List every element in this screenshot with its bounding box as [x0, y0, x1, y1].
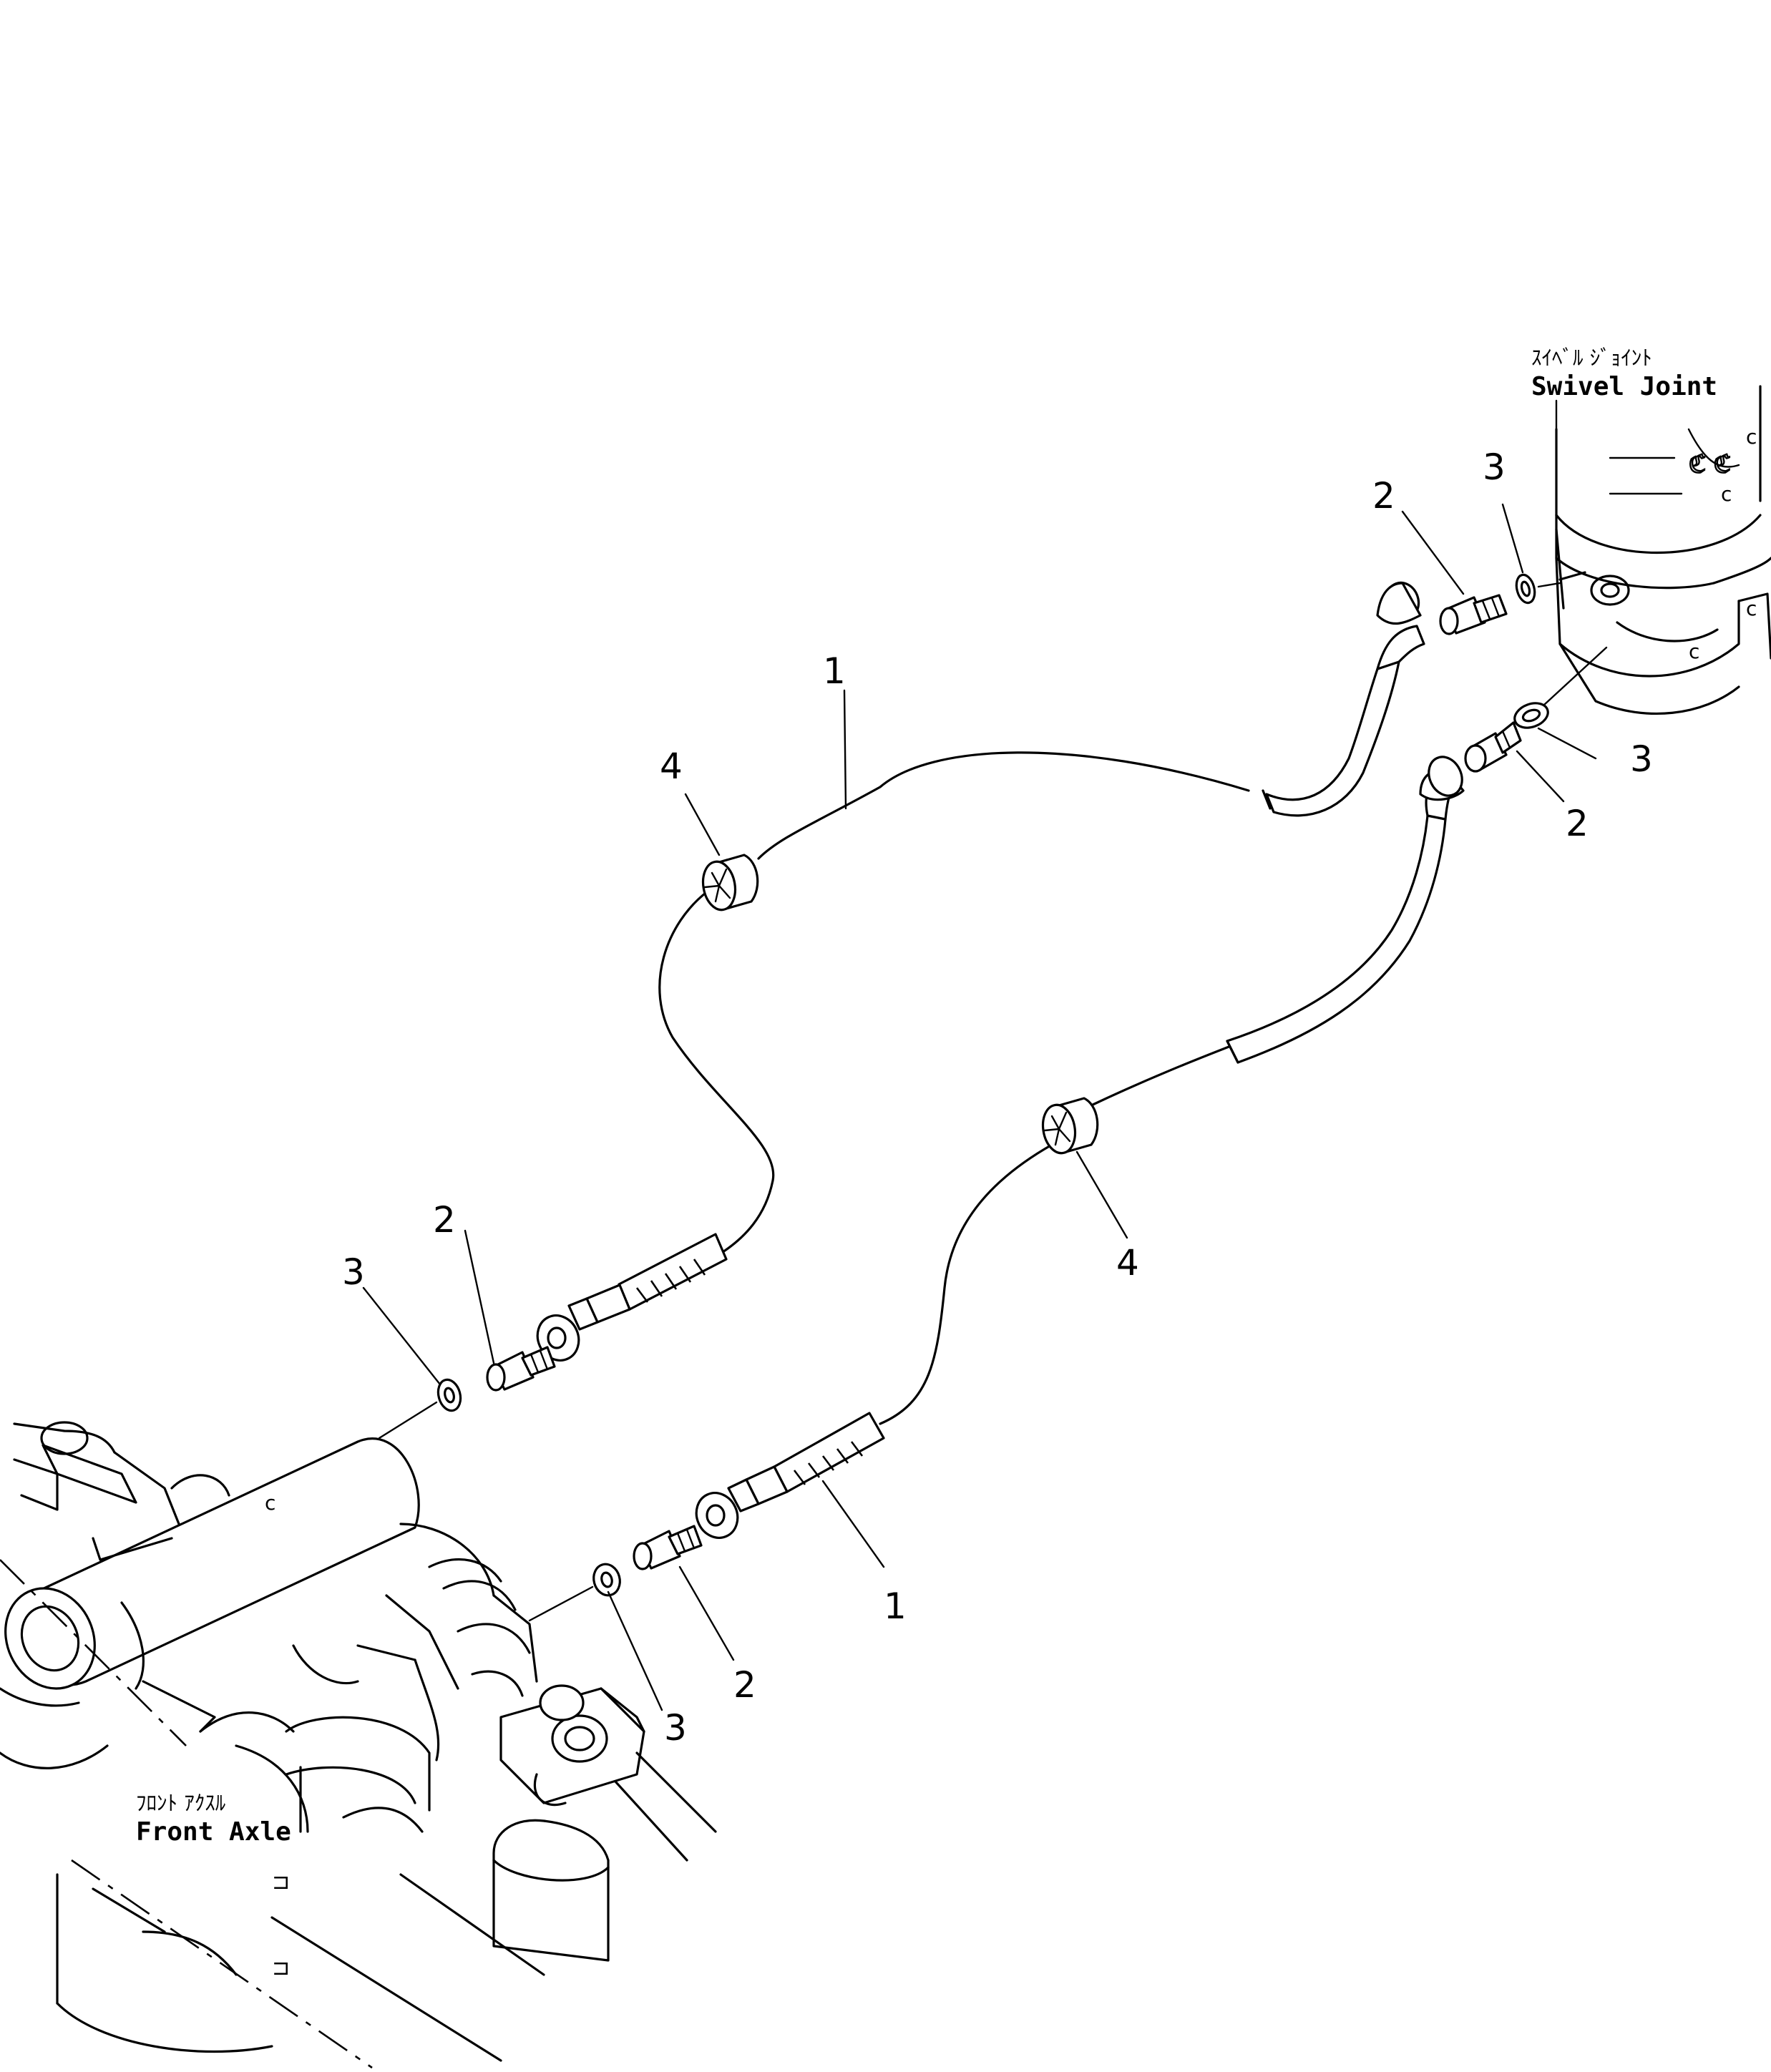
oring-swivel-upper — [1515, 573, 1536, 605]
clamp-upper — [701, 854, 759, 912]
callout-leaders — [362, 503, 1597, 1711]
svg-text:⊐: ⊐ — [272, 1870, 290, 1895]
oring-axle-upper — [436, 1378, 462, 1412]
svg-text:ℭ ℭ: ℭ ℭ — [1689, 450, 1731, 479]
elbow-swivel-upper — [1439, 594, 1508, 635]
callout-elbow-swivel-lower: 2 — [1566, 803, 1589, 844]
callout-hose-upper: 1 — [823, 650, 846, 692]
assembly-centerlines — [378, 582, 1608, 1622]
callout-elbow-axle-upper: 2 — [433, 1199, 456, 1241]
callout-oring-swivel-lower: 3 — [1630, 738, 1653, 780]
callout-oring-axle-lower: 3 — [664, 1707, 687, 1749]
swivel-joint-label-jp: ｽｲﾍﾞﾙ ｼﾞｮｲﾝﾄ — [1531, 346, 1652, 370]
callout-clamp-upper: 4 — [660, 746, 683, 787]
callout-elbow-axle-lower: 2 — [733, 1664, 756, 1706]
hose-lower — [695, 756, 1465, 1539]
oring-swivel-lower — [1513, 702, 1549, 729]
svg-text:c: c — [265, 1491, 275, 1515]
callout-oring-swivel-upper: 3 — [1483, 446, 1506, 488]
svg-text:⊐: ⊐ — [272, 1955, 290, 1980]
swivel-joint-label-en: Swivel Joint — [1531, 372, 1717, 401]
svg-text:c: c — [1746, 597, 1757, 620]
front-axle-label-en: Front Axle — [136, 1817, 291, 1847]
front-axle-body: c — [0, 1421, 717, 2069]
callout-oring-axle-upper: 3 — [342, 1251, 365, 1293]
clamp-lower — [1041, 1097, 1099, 1155]
hose-upper — [536, 581, 1425, 1362]
oring-axle-lower — [592, 1563, 621, 1597]
svg-text:c: c — [1689, 640, 1699, 663]
front-axle-label-jp: ﾌﾛﾝﾄ ｱｸｽﾙ — [136, 1791, 226, 1815]
elbow-axle-lower — [633, 1525, 703, 1570]
elbow-axle-upper — [486, 1346, 556, 1392]
callout-hose-lower: 1 — [884, 1585, 907, 1627]
svg-text:c: c — [1721, 482, 1732, 506]
svg-text:c: c — [1746, 425, 1757, 449]
callout-elbow-swivel-upper: 2 — [1372, 475, 1395, 517]
swivel-joint-body: ℭ ℭ c c c c — [1555, 385, 1771, 715]
elbow-swivel-lower — [1464, 721, 1522, 773]
callout-clamp-lower: 4 — [1116, 1242, 1139, 1284]
